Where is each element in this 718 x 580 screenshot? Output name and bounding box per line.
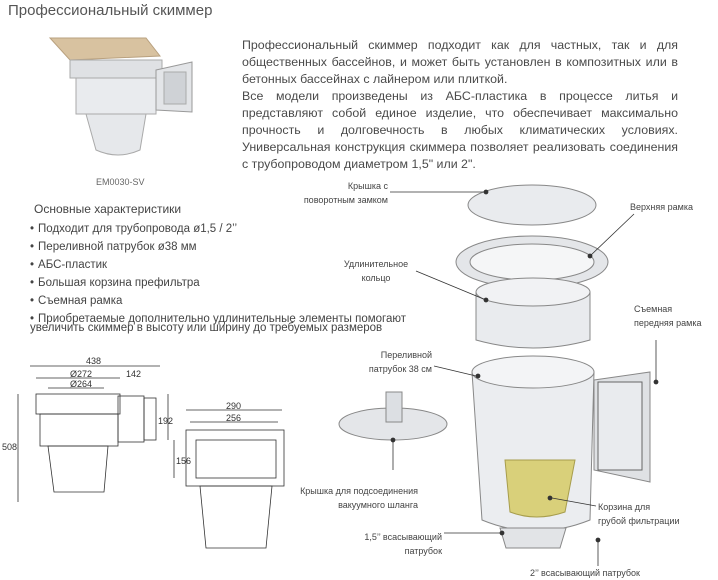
dim-192: 192 bbox=[158, 416, 174, 426]
feature-item: •Приобретаемые дополнительно удлинительн… bbox=[30, 313, 407, 325]
exploded-view bbox=[338, 184, 651, 549]
feature-item: •Переливной патрубок ø38 мм bbox=[30, 241, 197, 253]
front-dimension-drawing bbox=[173, 409, 285, 549]
dim-272: Ø272 bbox=[70, 369, 93, 379]
dim-508: 508 bbox=[2, 442, 18, 452]
dim-256: 256 bbox=[226, 413, 242, 423]
features-title: Основные характеристики bbox=[34, 202, 182, 216]
dim-264: Ø264 bbox=[70, 379, 93, 389]
callout-suction-2: 2’’ всасывающий патрубок bbox=[530, 568, 640, 578]
side-dimension-drawing bbox=[17, 365, 169, 502]
features-list: •Подходит для трубопровода ø1,5 / 2’’ •П… bbox=[30, 220, 406, 328]
feature-item: •Большая корзина префильтра bbox=[30, 277, 200, 289]
description-paragraph-1: Профессиональный скиммер подходит как дл… bbox=[242, 38, 678, 86]
description: Профессиональный скиммер подходит как дл… bbox=[242, 37, 678, 173]
product-code: EM0030-SV bbox=[96, 177, 145, 187]
product-photo bbox=[48, 37, 193, 156]
dim-290: 290 bbox=[226, 401, 242, 411]
feature-item: •АБС-пластик bbox=[30, 259, 108, 271]
dim-142: 142 bbox=[126, 369, 142, 379]
feature-continuation: увеличить скиммер в высоту или ширину до… bbox=[30, 322, 383, 334]
feature-item: •Съемная рамка bbox=[30, 295, 123, 307]
dim-156: 156 bbox=[176, 456, 192, 466]
callout-top-frame: Верхняя рамка bbox=[630, 202, 693, 212]
page-title: Профессиональный скиммер bbox=[8, 2, 213, 19]
feature-item: •Подходит для трубопровода ø1,5 / 2’’ bbox=[30, 223, 238, 235]
callout-lines bbox=[390, 189, 659, 566]
dim-438: 438 bbox=[86, 356, 102, 366]
description-paragraph-2: Все модели произведены из АБС-пластика в… bbox=[242, 89, 678, 171]
